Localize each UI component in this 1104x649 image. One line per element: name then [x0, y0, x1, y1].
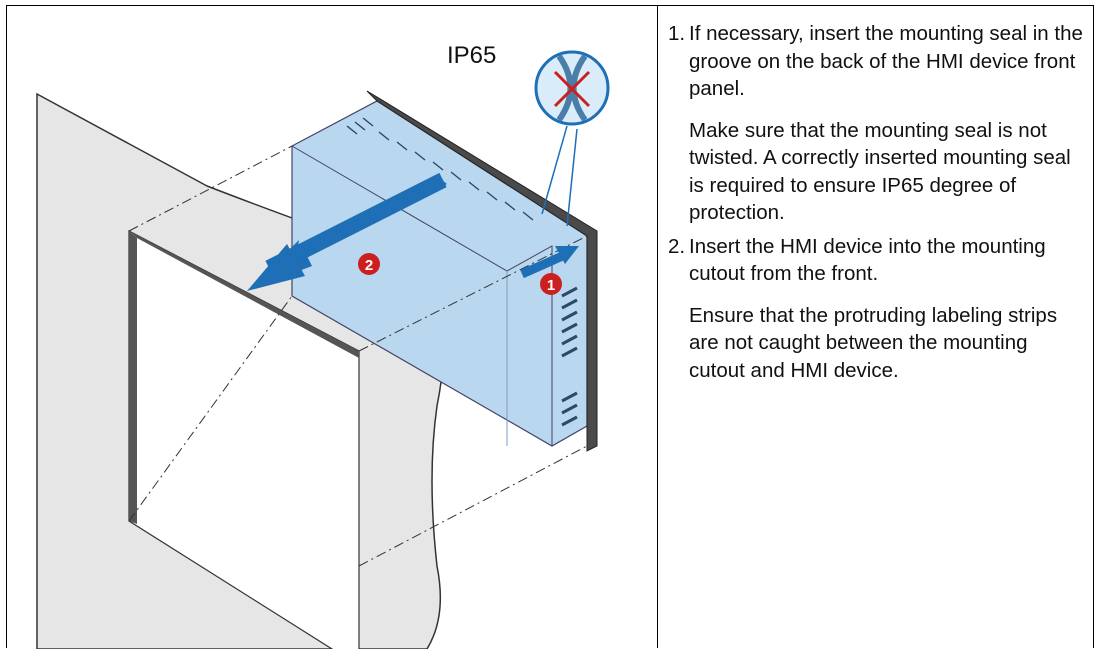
callout-2: 2 — [358, 253, 380, 275]
svg-text:1: 1 — [547, 277, 555, 294]
instruction-frame: 1 2 IP65 1. If necessary, insert the mou… — [6, 5, 1094, 649]
twisted-seal-warning-icon — [534, 50, 610, 126]
step-note: Make sure that the mounting seal is not … — [689, 118, 1071, 225]
step-2: 2. Insert the HMI device into the mounti… — [659, 233, 1089, 385]
ip65-label: IP65 — [447, 42, 497, 69]
step-text: If necessary, insert the mounting seal i… — [689, 22, 1083, 100]
column-divider — [657, 6, 658, 648]
step-number: 1. — [668, 22, 686, 45]
instruction-steps: 1. If necessary, insert the mounting sea… — [659, 20, 1089, 390]
svg-text:2: 2 — [365, 257, 373, 274]
hmi-front-bezel — [366, 90, 598, 452]
step-1: 1. If necessary, insert the mounting sea… — [659, 20, 1089, 227]
mounting-diagram: 1 2 — [36, 50, 610, 649]
step-note: Ensure that the protruding labeling stri… — [689, 303, 1058, 382]
mounting-illustration: 1 2 IP65 — [7, 6, 657, 649]
step-text: Insert the HMI device into the mounting … — [689, 234, 1046, 286]
step-number: 2. — [668, 234, 686, 258]
callout-1: 1 — [540, 273, 562, 295]
